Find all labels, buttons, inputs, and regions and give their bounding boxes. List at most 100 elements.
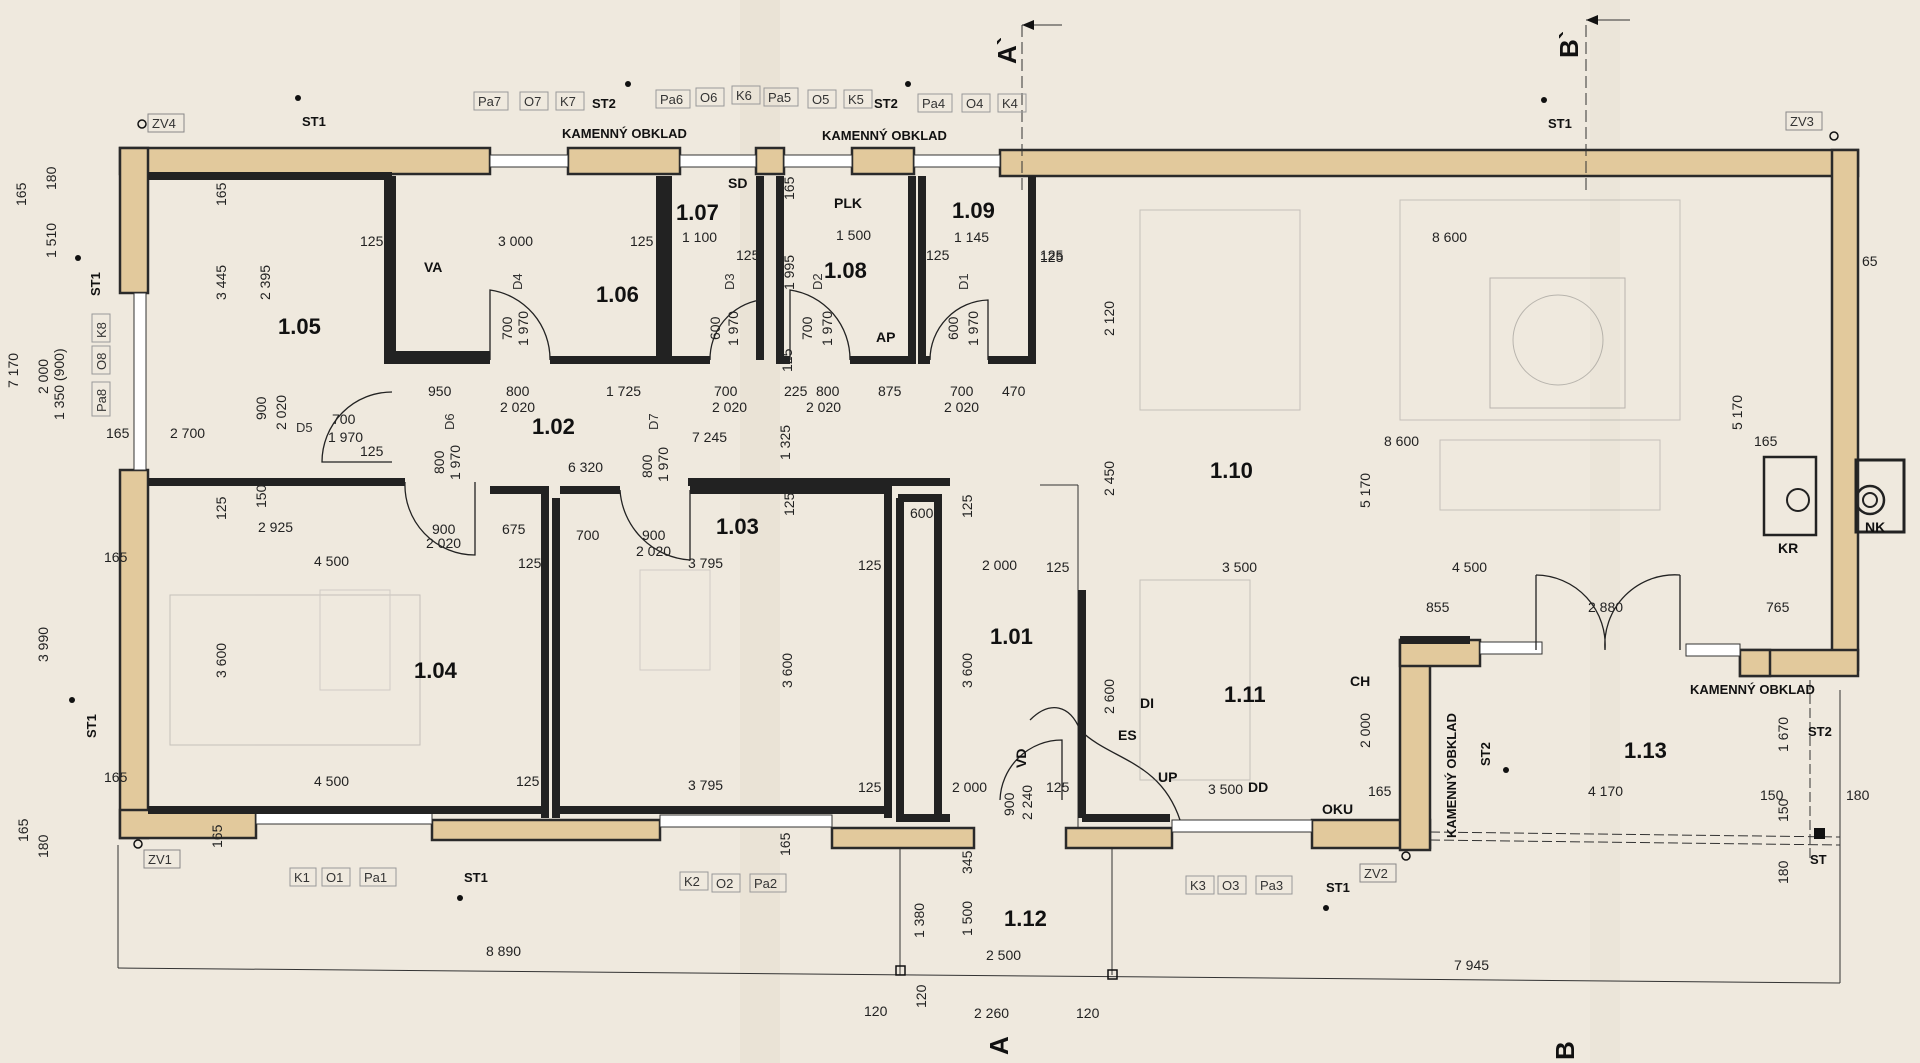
dimension: 950 xyxy=(428,383,452,399)
dimension: 125 xyxy=(1046,559,1070,575)
section-a-bottom: A xyxy=(984,1036,1014,1055)
furniture xyxy=(169,199,1681,781)
dimension: 125 xyxy=(630,233,654,249)
dimension: 800 xyxy=(816,383,840,399)
dimension: 165 xyxy=(104,549,128,565)
dimension: 150 xyxy=(1760,787,1784,803)
dimension: 2 395 xyxy=(257,265,273,300)
dimension: 3 500 xyxy=(1222,559,1257,575)
dimension-labels: 165 180 1 510 7 170 2 000 1 350 (900) 3 … xyxy=(5,166,1878,1021)
window-tag: O6 xyxy=(700,90,717,105)
door-swings xyxy=(321,289,1681,821)
dimension: 125 xyxy=(926,247,950,263)
dimension: 3 500 xyxy=(1208,781,1243,797)
dimension: 2 000 xyxy=(952,779,987,795)
wall-type-st1: ST1 xyxy=(1548,116,1572,131)
wall-type-st2: ST2 xyxy=(874,96,898,111)
room-1-10-label: 1.10 xyxy=(1210,458,1253,483)
dimension: 165 xyxy=(106,425,130,441)
dimension: 2 120 xyxy=(1101,301,1117,336)
dimension: 125 xyxy=(858,779,882,795)
abbr-di: DI xyxy=(1140,695,1154,711)
dimension: 8 600 xyxy=(1384,433,1419,449)
abbr-sd: SD xyxy=(728,175,747,191)
dimension: 125 xyxy=(779,348,795,372)
dimension: 3 795 xyxy=(688,777,723,793)
dimension: 1 970 xyxy=(328,429,363,445)
dimension: 1 100 xyxy=(682,229,717,245)
window-tag: Pa8 xyxy=(94,389,109,412)
door-tag-d4: D4 xyxy=(510,273,525,290)
window-tag: Pa6 xyxy=(660,92,683,107)
dimension: 675 xyxy=(502,521,526,537)
dimension: 65 xyxy=(1862,253,1878,269)
abbr-vd: VD xyxy=(1013,749,1029,768)
dimension: 2 020 xyxy=(712,399,747,415)
terrace-outline xyxy=(117,484,1841,984)
dimension: 875 xyxy=(878,383,902,399)
dimension: 700 xyxy=(499,316,515,340)
dimension: 1 970 xyxy=(819,311,835,346)
dimension: 1 725 xyxy=(606,383,641,399)
dimension: 7 945 xyxy=(1454,957,1489,973)
wall-type-st: ST xyxy=(1810,852,1827,867)
room-1-01-label: 1.01 xyxy=(990,624,1033,649)
dimension: 165 xyxy=(13,182,29,206)
corner-markers: ZV4 ZV3 ZV1 ZV2 xyxy=(133,111,1839,883)
door-tag-d5: D5 xyxy=(296,420,313,435)
dimension: 345 xyxy=(959,850,975,874)
exterior-walls xyxy=(118,146,1860,852)
dimension: 4 500 xyxy=(1452,559,1487,575)
door-tag-d7: D7 xyxy=(646,413,661,430)
window-tag: K6 xyxy=(736,88,752,103)
stone-cladding-label: KAMENNÝ OBKLAD xyxy=(1444,713,1459,838)
window-tag: O1 xyxy=(326,870,343,885)
dimension: 600 xyxy=(945,316,961,340)
dimension: 1 350 (900) xyxy=(51,348,67,420)
dimension: 125 xyxy=(360,233,384,249)
abbr-va: VA xyxy=(424,259,442,275)
abbr-up: UP xyxy=(1158,769,1177,785)
dimension: 700 xyxy=(332,411,356,427)
wall-type-st1: ST1 xyxy=(88,272,103,296)
room-1-03-label: 1.03 xyxy=(716,514,759,539)
dimension: 2 020 xyxy=(944,399,979,415)
stone-cladding-label: KAMENNÝ OBKLAD xyxy=(562,126,687,141)
dimension: 2 700 xyxy=(170,425,205,441)
window-tag: K1 xyxy=(294,870,310,885)
dimension: 125 xyxy=(959,494,975,518)
window-tag: O3 xyxy=(1222,878,1239,893)
wall-type-st1: ST1 xyxy=(84,714,99,738)
dimension: 1 325 xyxy=(777,425,793,460)
dimension: 125 xyxy=(1040,249,1064,265)
wall-type-st2: ST2 xyxy=(592,96,616,111)
dimension: 470 xyxy=(1002,383,1026,399)
window-tags: Pa7 O7 K7 Pa6 O6 K6 Pa5 O5 K5 Pa4 O4 K4 … xyxy=(91,85,1293,895)
section-markers: A` B` A B xyxy=(984,15,1630,1060)
dimension: 900 xyxy=(1001,792,1017,816)
abbr-kr: KR xyxy=(1778,540,1798,556)
dimension: 5 170 xyxy=(1357,473,1373,508)
dimension: 2 500 xyxy=(986,947,1021,963)
room-1-04-label: 1.04 xyxy=(414,658,458,683)
dimension: 8 600 xyxy=(1432,229,1467,245)
dimension: 2 020 xyxy=(426,535,461,551)
dimension: 1 970 xyxy=(725,311,741,346)
dimension: 125 xyxy=(858,557,882,573)
wall-type-st1: ST1 xyxy=(302,114,326,129)
dimension: 765 xyxy=(1766,599,1790,615)
dimension: 2 880 xyxy=(1588,599,1623,615)
wall-type-markers: ST1 ST2 ST2 ST1 ST1 ST1 ST1 ST1 ST2 ST2 … xyxy=(69,81,1832,911)
dimension: 1 970 xyxy=(447,445,463,480)
dimension: 1 145 xyxy=(954,229,989,245)
room-1-09-label: 1.09 xyxy=(952,198,995,223)
dimension: 4 500 xyxy=(314,553,349,569)
dimension: 900 xyxy=(253,396,269,420)
wall-type-st1: ST1 xyxy=(464,870,488,885)
window-tag: Pa7 xyxy=(478,94,501,109)
dimension: 120 xyxy=(1076,1005,1100,1021)
door-tags: D4 D3 D2 D1 D5 D6 D7 xyxy=(296,273,971,435)
window-tag: Pa1 xyxy=(364,870,387,885)
chimney xyxy=(1762,455,1906,537)
dimension: 125 xyxy=(736,247,760,263)
